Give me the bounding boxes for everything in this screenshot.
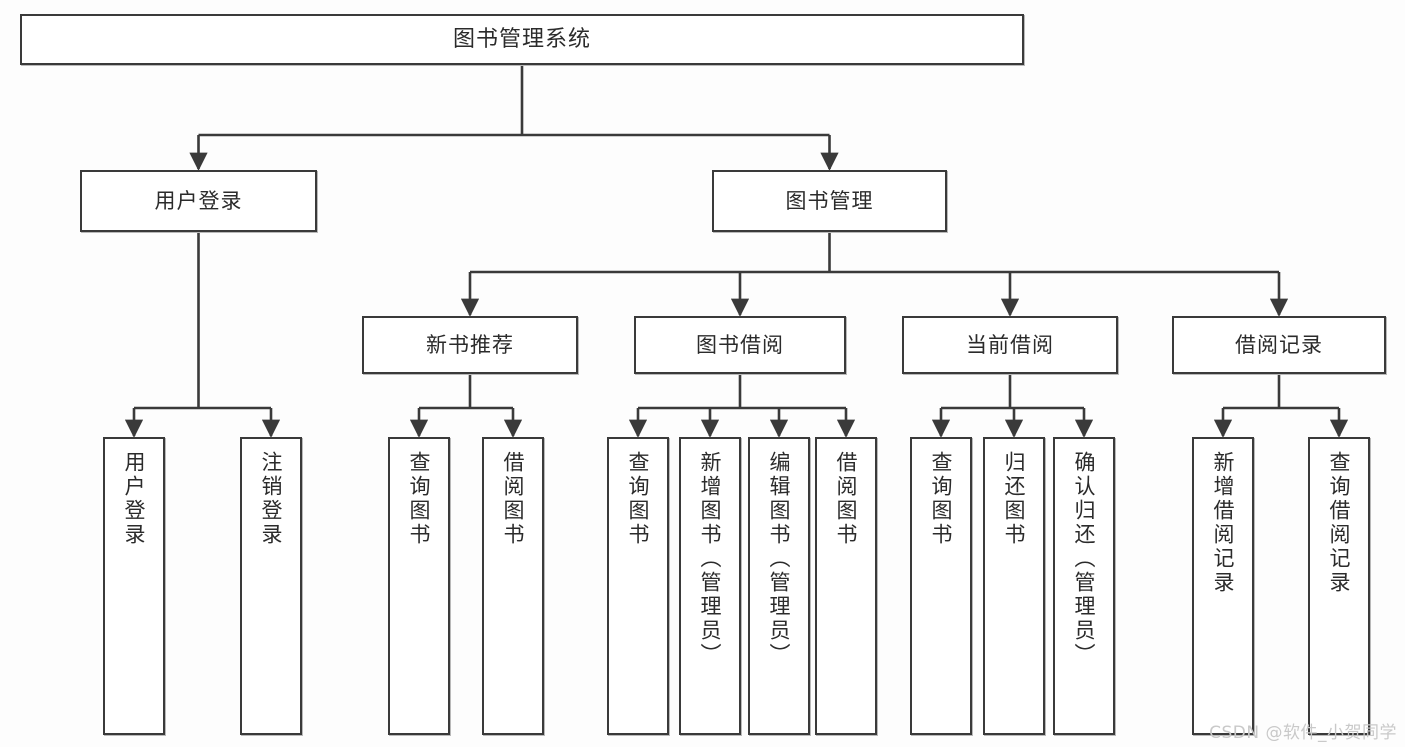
node-label: 图书借阅: [696, 332, 784, 357]
node-label: 当前借阅: [966, 332, 1054, 357]
node-book-borrow[interactable]: 图书借阅: [634, 316, 846, 374]
node-label: 确认归还（管理员）: [1072, 451, 1097, 667]
node-user-login[interactable]: 用户登录: [80, 170, 317, 232]
node-leaf-confirm-return[interactable]: 确认归还（管理员）: [1053, 437, 1115, 735]
node-label: 注销登录: [259, 451, 284, 547]
node-new-book-recommend[interactable]: 新书推荐: [362, 316, 578, 374]
node-leaf-borrow-book-2[interactable]: 借阅图书: [815, 437, 877, 735]
node-label: 查询借阅记录: [1327, 451, 1352, 595]
node-book-manage[interactable]: 图书管理: [712, 170, 947, 232]
node-leaf-query-book-3[interactable]: 查询图书: [910, 437, 972, 735]
node-label: 查询图书: [626, 451, 651, 547]
node-leaf-query-book-1[interactable]: 查询图书: [388, 437, 450, 735]
node-label: 借阅图书: [834, 451, 859, 547]
node-leaf-logout[interactable]: 注销登录: [240, 437, 302, 735]
node-leaf-return-book[interactable]: 归还图书: [983, 437, 1045, 735]
node-label: 新书推荐: [426, 332, 514, 357]
node-label: 用户登录: [154, 188, 243, 213]
node-leaf-user-login[interactable]: 用户登录: [103, 437, 165, 735]
watermark: CSDN @软件_小贺同学: [1209, 723, 1397, 743]
node-label: 新增图书（管理员）: [698, 451, 723, 667]
node-label: 归还图书: [1002, 451, 1027, 547]
node-label: 用户登录: [122, 451, 147, 547]
node-leaf-query-book-2[interactable]: 查询图书: [607, 437, 669, 735]
node-label: 编辑图书（管理员）: [767, 451, 792, 667]
node-label: 图书管理系统: [452, 26, 591, 52]
node-label: 借阅图书: [501, 451, 526, 547]
node-label: 新增借阅记录: [1211, 451, 1236, 595]
node-borrow-record[interactable]: 借阅记录: [1172, 316, 1386, 374]
node-label: 借阅记录: [1235, 332, 1323, 357]
node-label: 查询图书: [407, 451, 432, 547]
node-root[interactable]: 图书管理系统: [20, 14, 1024, 65]
node-leaf-query-record[interactable]: 查询借阅记录: [1308, 437, 1370, 735]
node-leaf-edit-book[interactable]: 编辑图书（管理员）: [748, 437, 810, 735]
node-current-borrow[interactable]: 当前借阅: [902, 316, 1118, 374]
node-leaf-add-book[interactable]: 新增图书（管理员）: [679, 437, 741, 735]
node-leaf-borrow-book-1[interactable]: 借阅图书: [482, 437, 544, 735]
node-label: 查询图书: [929, 451, 954, 547]
node-leaf-add-record[interactable]: 新增借阅记录: [1192, 437, 1254, 735]
node-label: 图书管理: [785, 188, 874, 213]
